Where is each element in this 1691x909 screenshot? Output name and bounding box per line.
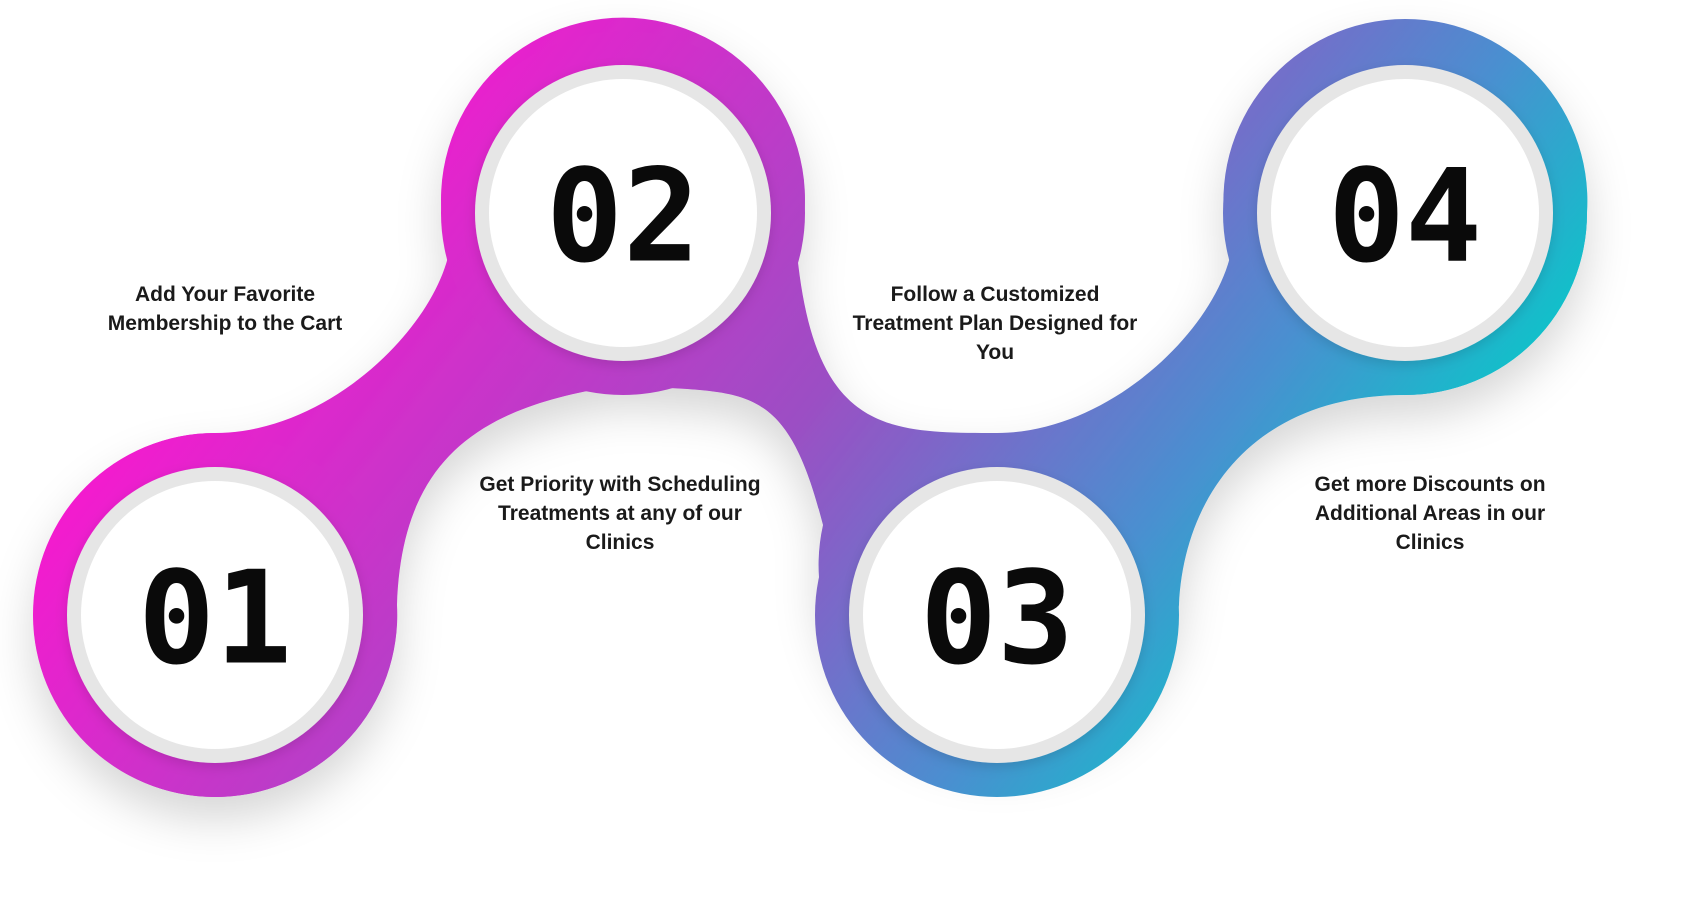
step-3-line-1: Follow a Customized <box>890 283 1100 306</box>
step-circles: 01 02 03 04 <box>33 31 1587 797</box>
step-2-inner-disc <box>489 79 757 347</box>
step-4-inner-disc <box>1271 79 1539 347</box>
step-1-number: 01 <box>138 545 292 694</box>
step-1-line-1: Add Your Favorite <box>134 283 316 306</box>
step-3-inner-disc <box>863 481 1131 749</box>
step-1-line-2: Membership to the Cart <box>107 312 343 335</box>
step-2-line-2: Treatments at any of our <box>498 502 742 525</box>
step-1-inner-disc <box>81 481 349 749</box>
step-4-badge: 04 <box>1223 31 1587 395</box>
step-3-number: 03 <box>920 545 1074 694</box>
step-2-line-3: Clinics <box>585 531 655 554</box>
step-3-description: Follow a Customized Treatment Plan Desig… <box>825 280 1165 367</box>
step-3-line-3: You <box>975 341 1015 364</box>
step-4-line-2: Additional Areas in our <box>1314 502 1546 525</box>
gradient-flow-shape <box>33 17 1588 797</box>
step-4-line-1: Get more Discounts on <box>1314 473 1546 496</box>
step-1-badge: 01 <box>33 433 397 797</box>
step-4-line-3: Clinics <box>1395 531 1465 554</box>
step-3-line-2: Treatment Plan Designed for <box>852 312 1138 335</box>
step-2-description: Get Priority with Scheduling Treatments … <box>450 470 790 557</box>
step-2-number: 02 <box>546 143 700 292</box>
step-4-description: Get more Discounts on Additional Areas i… <box>1270 470 1590 557</box>
step-1-description: Add Your Favorite Membership to the Cart <box>70 280 380 338</box>
step-3-badge: 03 <box>815 433 1179 797</box>
step-2-badge: 02 <box>441 31 805 395</box>
step-2-line-1: Get Priority with Scheduling <box>479 473 761 496</box>
step-4-number: 04 <box>1328 143 1482 292</box>
